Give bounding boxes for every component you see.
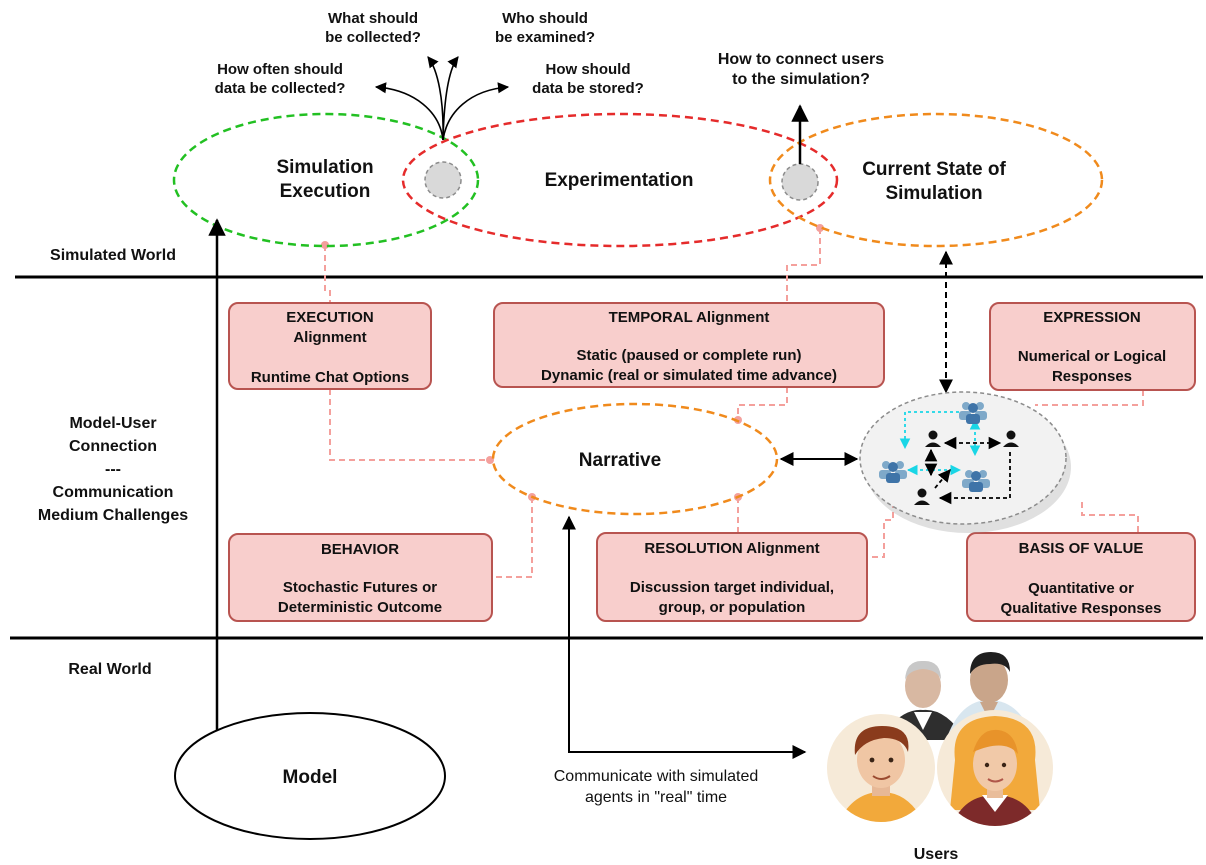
question-how-stored: How should data be stored? bbox=[532, 61, 644, 97]
current-state-line1: Current State of bbox=[862, 159, 1006, 180]
svg-text:Deterministic Outcome: Deterministic Outcome bbox=[278, 599, 442, 616]
question-who-examined: Who should be examined? bbox=[495, 10, 595, 46]
question-what-collected: What should be collected? bbox=[325, 10, 421, 46]
svg-text:EXECUTION: EXECUTION bbox=[286, 309, 374, 326]
svg-text:BEHAVIOR: BEHAVIOR bbox=[321, 541, 399, 558]
svg-text:data be stored?: data be stored? bbox=[532, 80, 644, 97]
communicate-label: Communicate with simulated agents in "re… bbox=[554, 768, 759, 806]
svg-text:Connection: Connection bbox=[69, 438, 157, 455]
ellipse-current-state bbox=[768, 112, 1104, 248]
svg-text:Numerical or Logical: Numerical or Logical bbox=[1018, 348, 1166, 365]
svg-text:Who should: Who should bbox=[502, 10, 588, 27]
ellipse-simulation-execution bbox=[172, 112, 480, 248]
svg-text:Discussion target individual,: Discussion target individual, bbox=[630, 579, 834, 596]
svg-text:EXPRESSION: EXPRESSION bbox=[1043, 309, 1141, 326]
svg-text:---: --- bbox=[105, 461, 121, 478]
ellipse-narrative bbox=[491, 402, 779, 516]
users-illustration bbox=[827, 652, 1053, 826]
svg-text:Alignment: Alignment bbox=[293, 329, 366, 346]
svg-text:RESOLUTION Alignment: RESOLUTION Alignment bbox=[644, 540, 819, 557]
question-arrows bbox=[374, 56, 510, 141]
svg-text:Communicate with simulated: Communicate with simulated bbox=[554, 768, 759, 785]
svg-text:Static (paused or complete run: Static (paused or complete run) bbox=[576, 347, 801, 364]
question-how-often: How often should data be collected? bbox=[215, 61, 346, 97]
svg-text:Dynamic (real or simulated tim: Dynamic (real or simulated time advance) bbox=[541, 367, 837, 384]
svg-text:to the simulation?: to the simulation? bbox=[732, 71, 870, 88]
svg-text:Medium Challenges: Medium Challenges bbox=[38, 507, 188, 524]
ellipse-model bbox=[174, 712, 446, 840]
svg-text:What should: What should bbox=[328, 10, 418, 27]
agent-network bbox=[859, 391, 1071, 533]
label-model-user-connection: Model-User Connection --- Communication … bbox=[38, 415, 188, 524]
box-basis-of-value: BASIS OF VALUE Quantitative or Qualitati… bbox=[966, 532, 1196, 622]
svg-text:be collected?: be collected? bbox=[325, 29, 421, 46]
svg-text:Quantitative or: Quantitative or bbox=[1028, 580, 1134, 597]
svg-text:group, or population: group, or population bbox=[659, 599, 806, 616]
svg-text:How to connect users: How to connect users bbox=[718, 51, 884, 68]
simulation-execution-line1: Simulation bbox=[276, 157, 373, 178]
box-resolution-alignment: RESOLUTION Alignment Discussion target i… bbox=[596, 532, 868, 622]
svg-text:Model-User: Model-User bbox=[69, 415, 156, 432]
users-label: Users bbox=[914, 846, 959, 863]
question-connect-users: How to connect users to the simulation? bbox=[718, 51, 884, 88]
svg-text:TEMPORAL Alignment: TEMPORAL Alignment bbox=[609, 309, 770, 326]
svg-text:Communication: Communication bbox=[53, 484, 174, 501]
svg-text:Qualitative Responses: Qualitative Responses bbox=[1001, 600, 1162, 617]
experimentation-label: Experimentation bbox=[545, 170, 694, 191]
box-temporal-alignment: TEMPORAL Alignment Static (paused or com… bbox=[493, 302, 885, 388]
model-label: Model bbox=[283, 767, 338, 788]
connector-lines bbox=[324, 228, 1144, 578]
svg-text:Stochastic Futures or: Stochastic Futures or bbox=[283, 579, 437, 596]
narrative-users-arrow bbox=[562, 515, 807, 759]
svg-text:How often should: How often should bbox=[217, 61, 343, 78]
hub-circle-experimentation bbox=[424, 161, 462, 199]
svg-text:How should: How should bbox=[546, 61, 631, 78]
current-state-line2: Simulation bbox=[885, 183, 982, 204]
box-execution-alignment: EXECUTION Alignment Runtime Chat Options bbox=[228, 302, 432, 390]
svg-text:Responses: Responses bbox=[1052, 368, 1132, 385]
ellipse-experimentation bbox=[401, 112, 839, 248]
svg-text:BASIS OF VALUE: BASIS OF VALUE bbox=[1019, 540, 1144, 557]
svg-text:be examined?: be examined? bbox=[495, 29, 595, 46]
box-behavior: BEHAVIOR Stochastic Futures or Determini… bbox=[228, 533, 493, 622]
label-real-world: Real World bbox=[68, 661, 151, 678]
svg-text:data be collected?: data be collected? bbox=[215, 80, 346, 97]
narrative-label: Narrative bbox=[579, 450, 661, 471]
box-expression: EXPRESSION Numerical or Logical Response… bbox=[989, 302, 1196, 391]
simulation-execution-line2: Execution bbox=[280, 181, 371, 202]
svg-text:Runtime Chat Options: Runtime Chat Options bbox=[251, 369, 409, 386]
hub-circle-current-state bbox=[781, 163, 819, 201]
svg-text:agents in "real" time: agents in "real" time bbox=[585, 789, 727, 806]
label-simulated-world: Simulated World bbox=[50, 247, 176, 264]
